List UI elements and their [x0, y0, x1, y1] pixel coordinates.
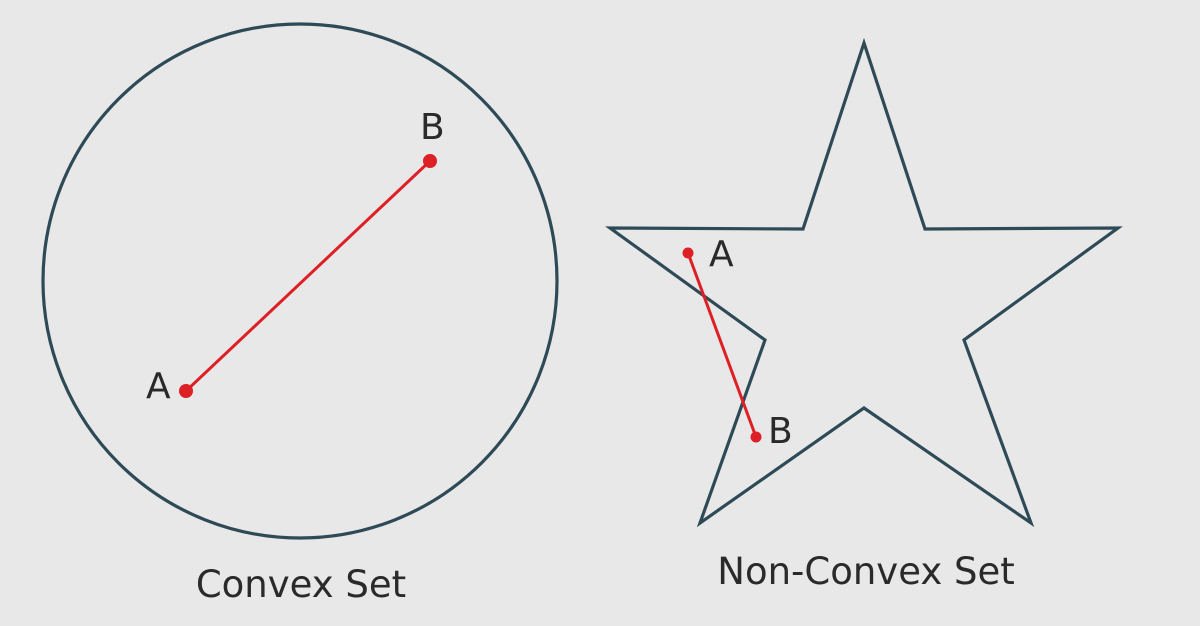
- convex-caption: Convex Set: [196, 563, 406, 606]
- nonconvex-star: [605, 37, 1123, 528]
- nonconvex-point-a-label: A: [709, 234, 734, 275]
- convex-point-a-label: A: [146, 366, 171, 407]
- convex-segment-ab: [184, 159, 432, 393]
- nonconvex-set-panel: A B Non-Convex Set: [605, 37, 1123, 593]
- convex-set-panel: A B Convex Set: [41, 22, 559, 606]
- nonconvex-point-b-label: B: [768, 411, 793, 452]
- nonconvex-caption: Non-Convex Set: [717, 550, 1014, 593]
- nonconvex-segment-ab: [686, 251, 758, 439]
- convex-point-a: [179, 384, 193, 398]
- convex-circle: [41, 22, 559, 540]
- convex-point-b: [423, 154, 437, 168]
- nonconvex-point-b: [750, 431, 762, 443]
- convex-point-b-label: B: [420, 107, 445, 148]
- nonconvex-point-a: [682, 247, 694, 259]
